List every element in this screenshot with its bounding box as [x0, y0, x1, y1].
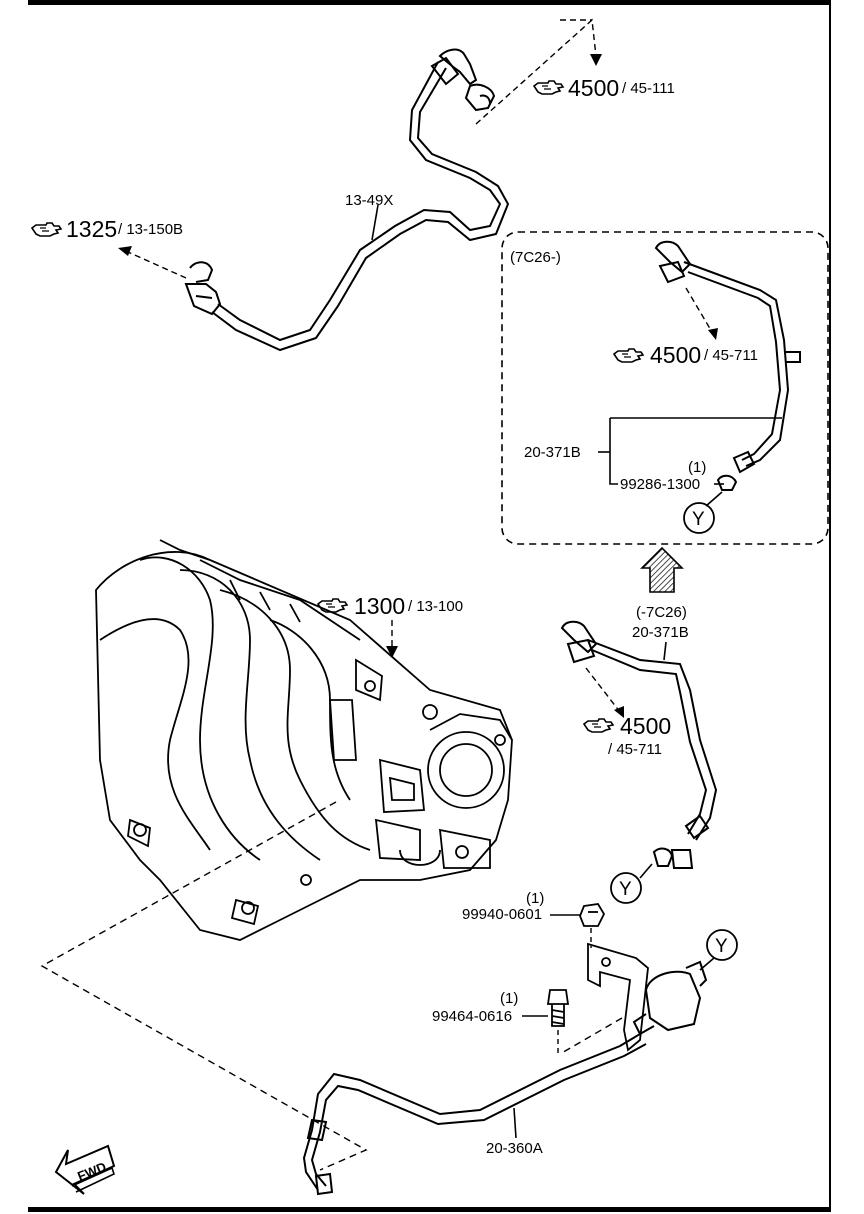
connector-y-mid [610, 872, 642, 904]
dashed-leader-4500-top [475, 18, 597, 125]
leader-20-360a [513, 1107, 517, 1139]
qty-99940: (1) [526, 890, 544, 907]
inset-label: (7C26-) [510, 249, 561, 266]
part-20-371b-note: (-7C26) [636, 604, 687, 621]
part-99286-1300: 99286-1300 [620, 476, 700, 493]
leader-20-371b [663, 641, 667, 661]
dashed-leader-inset [685, 287, 713, 333]
bracket-20-371b-inset [598, 417, 782, 485]
hose-20-360a [302, 1033, 647, 1196]
part-20-360a: 20-360A [486, 1140, 543, 1157]
right-border [829, 0, 831, 1212]
part-20-371b: 20-371B [632, 624, 689, 641]
pointing-hand-icon [613, 348, 644, 363]
leader-y-canister [699, 957, 715, 971]
part-99464-0616: 99464-0616 [432, 1008, 512, 1025]
hose-20-371b [560, 620, 718, 869]
hose-20-371b-inset [654, 240, 801, 491]
nut [579, 903, 606, 927]
fwd-arrow-icon: FWD [54, 1144, 116, 1195]
part-13-49x: 13-49X [345, 192, 393, 209]
leader-y [705, 491, 723, 507]
arrowhead [708, 328, 718, 340]
ref-1325-sub: / 13-150B [118, 221, 183, 238]
intake-manifold [95, 539, 513, 941]
arrowhead [590, 54, 602, 66]
connector-y-mid-label: Y [619, 879, 632, 900]
part-20-371b-inset: 20-371B [524, 444, 581, 461]
pointing-hand-icon [317, 598, 348, 613]
pointing-hand-icon [583, 718, 614, 733]
leader-13-49x [371, 204, 379, 241]
leader-y-mid [639, 863, 653, 879]
qty-99464: (1) [500, 990, 518, 1007]
bracket [587, 942, 649, 1052]
ref-4500-inset-sub: / 45-711 [704, 347, 758, 364]
canister [632, 960, 708, 1036]
bottom-border [28, 1207, 831, 1212]
arrowhead [614, 706, 624, 718]
ref-4500-mid-main: 4500 [620, 713, 671, 739]
ref-4500-top-sub: / 45-111 [622, 80, 675, 97]
arrowhead [386, 646, 398, 658]
dashed-routing [40, 801, 623, 1171]
arrowhead [118, 246, 132, 256]
pointing-hand-icon [533, 80, 564, 95]
hatched-up-arrow-icon [640, 546, 684, 593]
qty-99286: (1) [688, 459, 706, 476]
ref-1325-main: 1325 [66, 216, 117, 242]
connector-y-label: Y [692, 509, 705, 530]
ref-4500-inset-main: 4500 [650, 342, 701, 368]
bolt [546, 989, 570, 1027]
dashed-leader-1325 [127, 251, 187, 279]
ref-4500-mid-sub: / 45-711 [608, 741, 662, 758]
connector-y-inset [683, 502, 715, 534]
ref-1300-main: 1300 [354, 593, 405, 619]
hose-13-49x [184, 48, 510, 352]
part-99940-0601: 99940-0601 [462, 906, 542, 923]
connector-y-canister [706, 929, 738, 961]
ref-4500-top-main: 4500 [568, 75, 619, 101]
dashed-leader-mid [585, 667, 621, 713]
inset-box [501, 231, 829, 545]
ref-1300-sub: / 13-100 [408, 598, 463, 615]
connector-y-canister-label: Y [715, 936, 728, 957]
top-border [28, 0, 831, 5]
pointing-hand-icon [31, 222, 62, 237]
